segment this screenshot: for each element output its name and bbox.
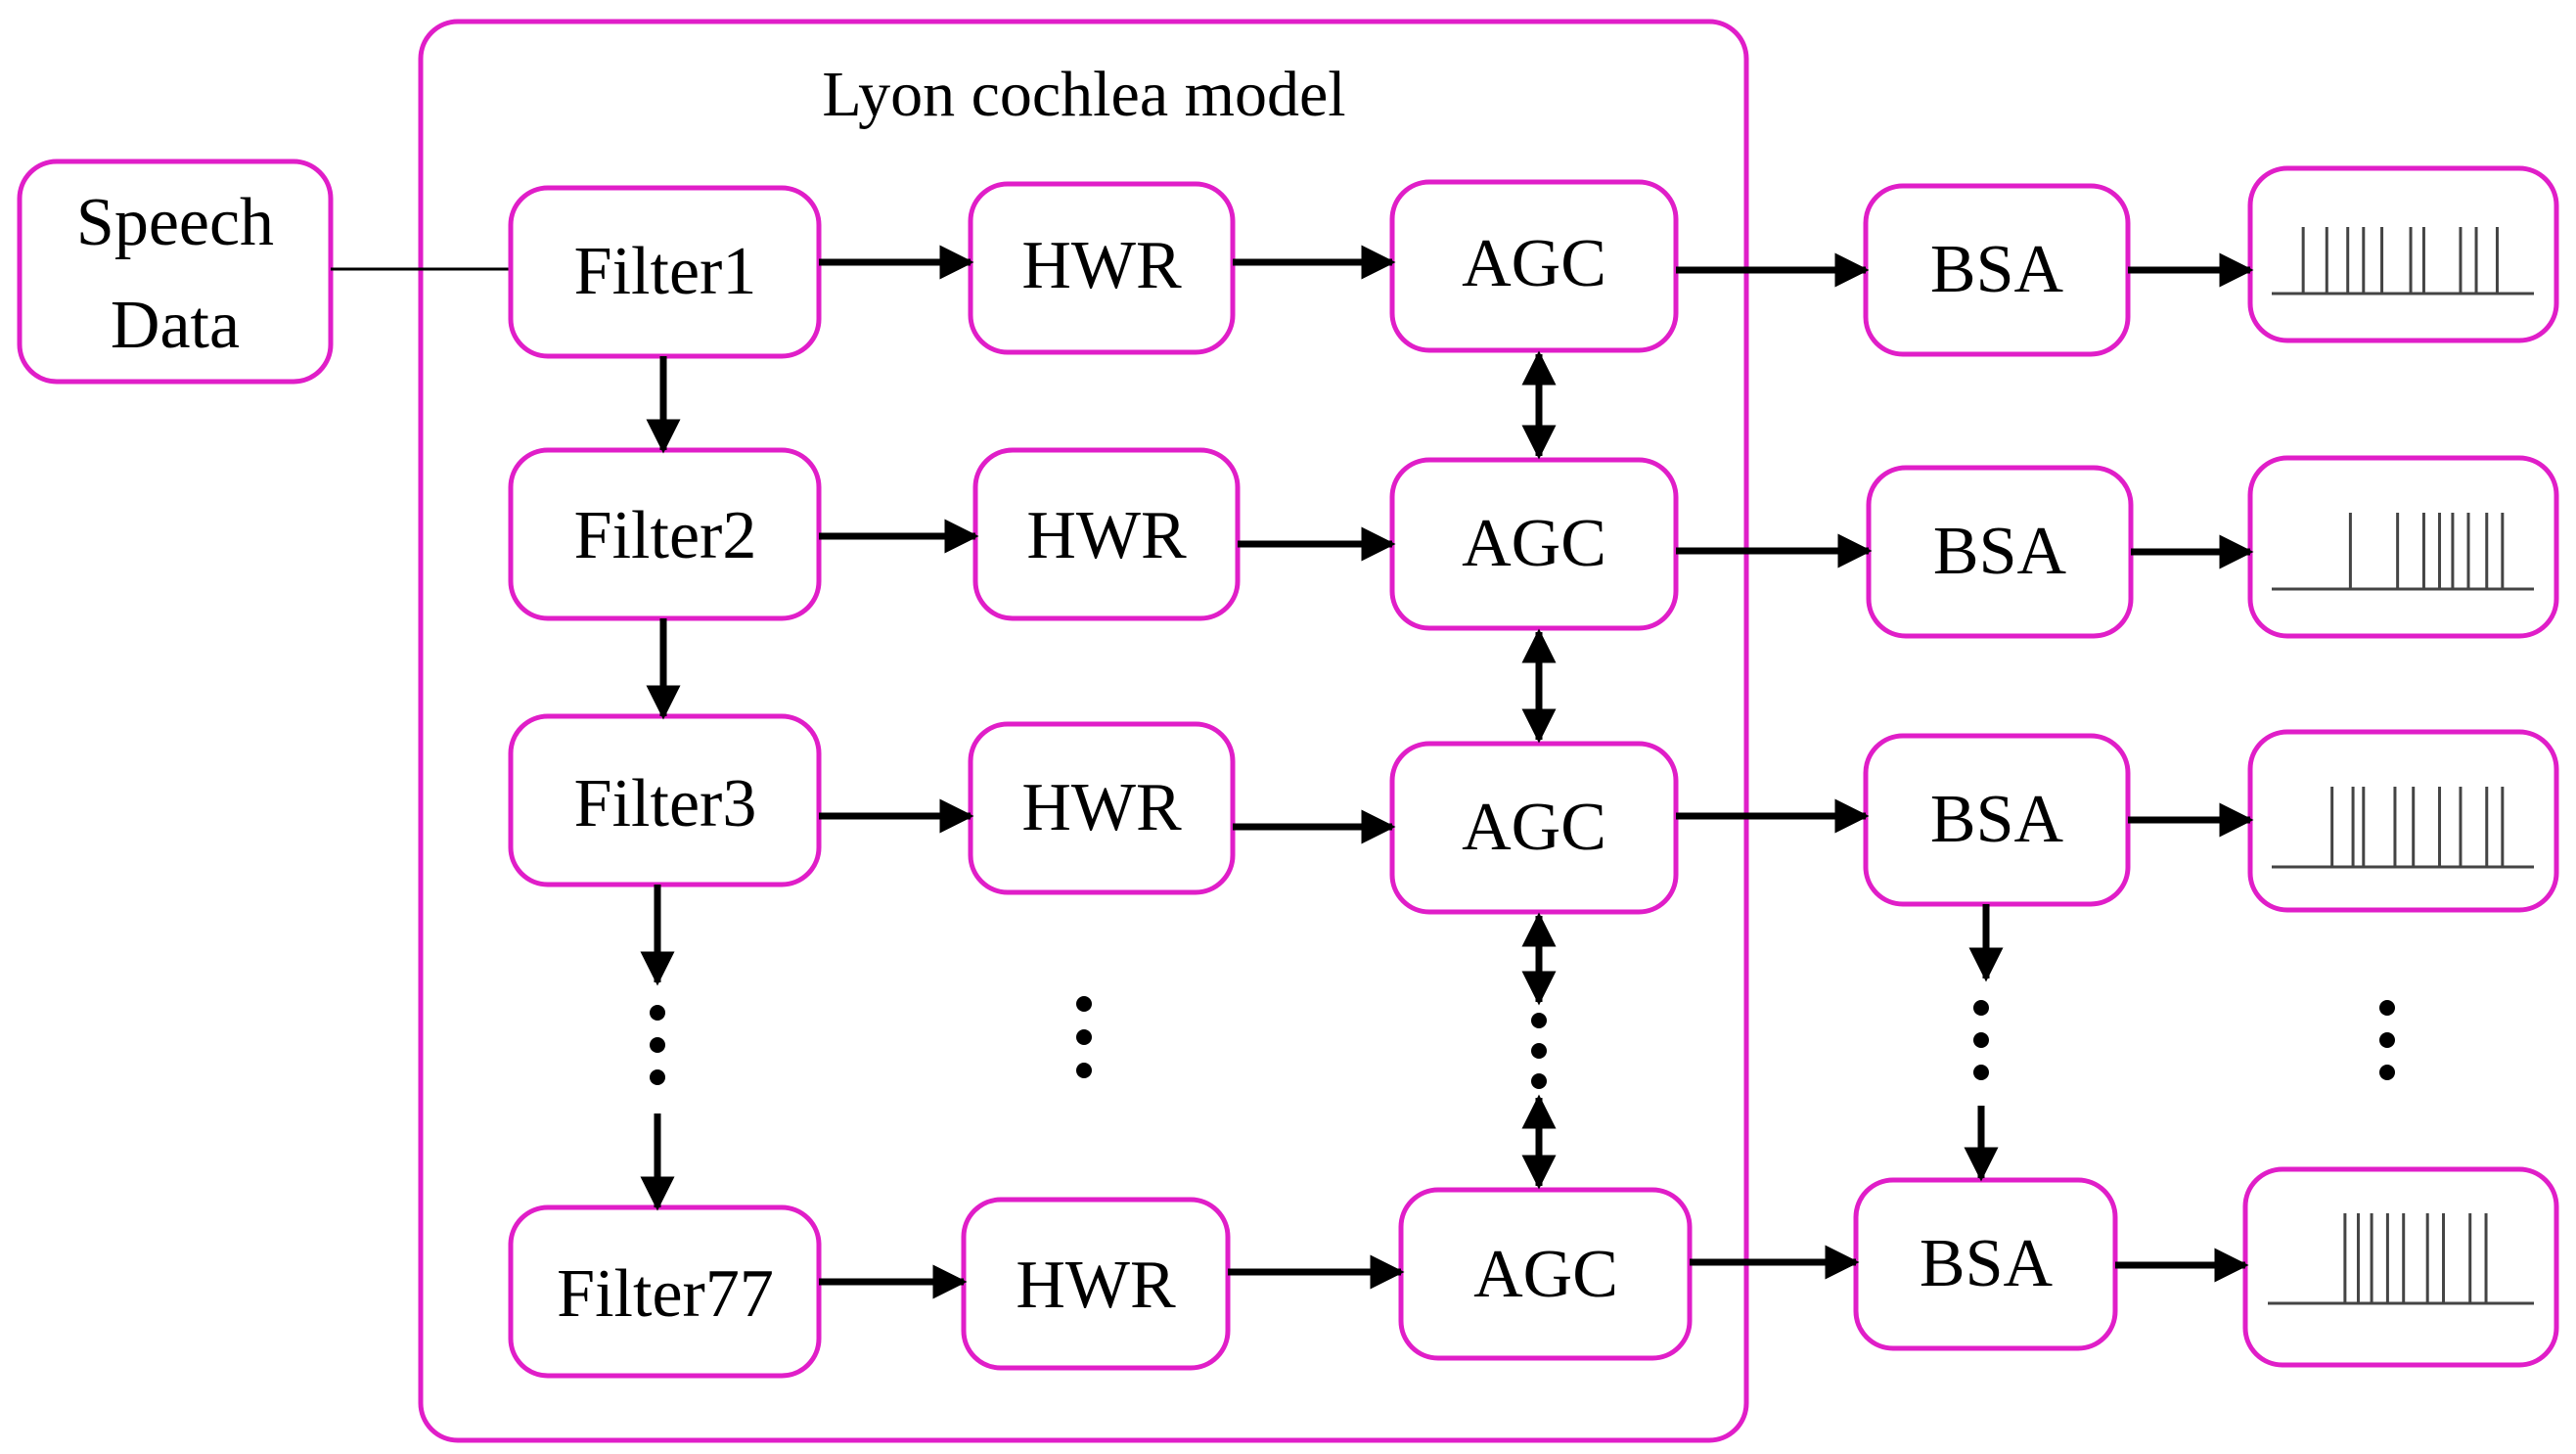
filter-label: Filter77 — [557, 1256, 774, 1332]
spike-train — [2268, 1213, 2534, 1305]
container-title: Lyon cochlea model — [822, 59, 1345, 130]
ellipsis-dot — [1531, 1073, 1547, 1089]
ellipsis-dot — [2379, 1065, 2395, 1080]
hwr-label: HWR — [1016, 1248, 1176, 1323]
row-2: Filter2 HWR AGC BSA — [508, 447, 2559, 639]
ellipsis-dot — [1973, 1032, 1989, 1048]
agc-label: AGC — [1462, 790, 1606, 865]
speech-data-node — [17, 159, 334, 385]
bsa-label: BSA — [1930, 782, 2064, 857]
spike-train-box — [2247, 455, 2559, 639]
agc-label: AGC — [1462, 226, 1606, 301]
hwr-label: HWR — [1021, 770, 1182, 845]
spike-train-box — [2247, 165, 2559, 343]
agc-coupling — [1521, 350, 1557, 1190]
spike-ellipsis — [2379, 1000, 2395, 1080]
filter-cascade — [640, 356, 681, 1211]
spike-train — [2272, 513, 2534, 591]
agc-label: AGC — [1473, 1237, 1618, 1312]
bsa-label: BSA — [1933, 514, 2067, 589]
ellipsis-dot — [650, 1069, 665, 1085]
filter-label: Filter3 — [574, 766, 757, 841]
hwr-label: HWR — [1021, 228, 1182, 303]
ellipsis-dot — [1531, 1043, 1547, 1059]
spike-train-box — [2247, 729, 2559, 913]
bsa-label: BSA — [1930, 232, 2064, 307]
hwr-ellipsis — [1076, 996, 1092, 1078]
ellipsis-dot — [2379, 1032, 2395, 1048]
ellipsis-dot — [650, 1037, 665, 1053]
ellipsis-dot — [1531, 1013, 1547, 1028]
ellipsis-dot — [1076, 1063, 1092, 1078]
agc-label: AGC — [1462, 506, 1606, 581]
ellipsis-dot — [650, 1005, 665, 1021]
speech-label: Speech — [76, 185, 274, 260]
ellipsis-dot — [1076, 1029, 1092, 1045]
filter-label: Filter1 — [574, 234, 757, 309]
row-1: Filter1 HWR AGC BSA — [508, 165, 2559, 359]
row-4: Filter77 HWR AGC BSA — [508, 1166, 2559, 1379]
ellipsis-dot — [2379, 1000, 2395, 1016]
bsa-label: BSA — [1920, 1226, 2054, 1301]
hwr-label: HWR — [1026, 498, 1187, 573]
ellipsis-dot — [1076, 996, 1092, 1012]
filter-label: Filter2 — [574, 498, 757, 573]
data-label: Data — [111, 288, 240, 363]
spike-train — [2272, 787, 2534, 869]
row-3: Filter3 HWR AGC BSA — [508, 713, 2559, 915]
spike-train-box — [2242, 1166, 2559, 1368]
ellipsis-dot — [1973, 1000, 1989, 1016]
ellipsis-dot — [1973, 1065, 1989, 1080]
bsa-cascade — [1964, 904, 2004, 1182]
spike-train — [2272, 227, 2534, 295]
